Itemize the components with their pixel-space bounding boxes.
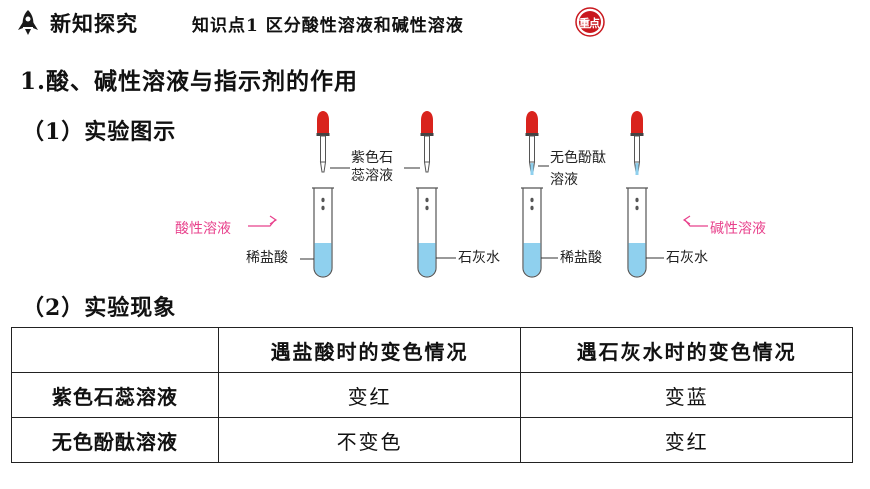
dropper-3 (525, 110, 539, 173)
tube2-label: 石灰水 (458, 250, 500, 266)
table-header-cell (11, 327, 219, 373)
test-tube-4 (625, 187, 649, 278)
table-header-cell: 遇盐酸时的变色情况 (217, 327, 522, 373)
seal-icon (575, 7, 605, 37)
table-cell: 变红 (520, 417, 853, 463)
table-row: 无色酚酞溶液 不变色 变红 (11, 417, 853, 463)
table-row-header: 紫色石蕊溶液 (11, 372, 219, 418)
indicator2-label-line1: 无色酚酞 (550, 150, 606, 166)
table-cell: 变蓝 (520, 372, 853, 418)
acid-solution-label: 酸性溶液 (175, 221, 231, 237)
indicator2-label-line2: 溶液 (550, 172, 578, 188)
table-header-row: 遇盐酸时的变色情况 遇石灰水时的变色情况 (11, 327, 853, 373)
indicator1-label-line1: 紫色石 (351, 150, 393, 166)
table-cell: 变红 (217, 372, 522, 418)
results-table: 遇盐酸时的变色情况 遇石灰水时的变色情况 紫色石蕊溶液 变红 变蓝 无色酚酞溶液… (11, 327, 853, 463)
rocket-icon (18, 10, 38, 35)
table-row-header: 无色酚酞溶液 (11, 417, 219, 463)
table-cell: 不变色 (217, 417, 522, 463)
dropper-3-liquid (530, 163, 534, 175)
table-row: 紫色石蕊溶液 变红 变蓝 (11, 372, 853, 418)
tube1-label: 稀盐酸 (246, 250, 288, 266)
test-tube-1 (311, 187, 335, 278)
test-tube-2 (415, 187, 439, 278)
indicator1-label-line2: 蕊溶液 (351, 168, 393, 184)
base-solution-label: 碱性溶液 (710, 221, 766, 237)
dropper-1 (316, 110, 330, 173)
subsection-diagram-title: （1）实验图示 (22, 119, 177, 145)
table-header-cell: 遇石灰水时的变色情况 (520, 327, 853, 373)
section-title: 1.酸、碱性溶液与指示剂的作用 (20, 68, 359, 95)
page-title: 新知探究 (50, 11, 138, 36)
badge-label: 重点 (579, 17, 600, 30)
tube4-label: 石灰水 (666, 250, 708, 266)
dropper-4 (630, 110, 644, 173)
key-point-badge: 重点 (575, 7, 605, 37)
experiment-diagram (248, 110, 708, 278)
subsection-phenomenon-title: （2）实验现象 (22, 295, 177, 321)
tube3-label: 稀盐酸 (560, 250, 602, 266)
knowledge-point-title: 知识点1 区分酸性溶液和碱性溶液 (192, 16, 464, 36)
dropper-2 (420, 110, 434, 173)
dropper-4-liquid (635, 163, 639, 175)
test-tube-3 (520, 187, 544, 278)
